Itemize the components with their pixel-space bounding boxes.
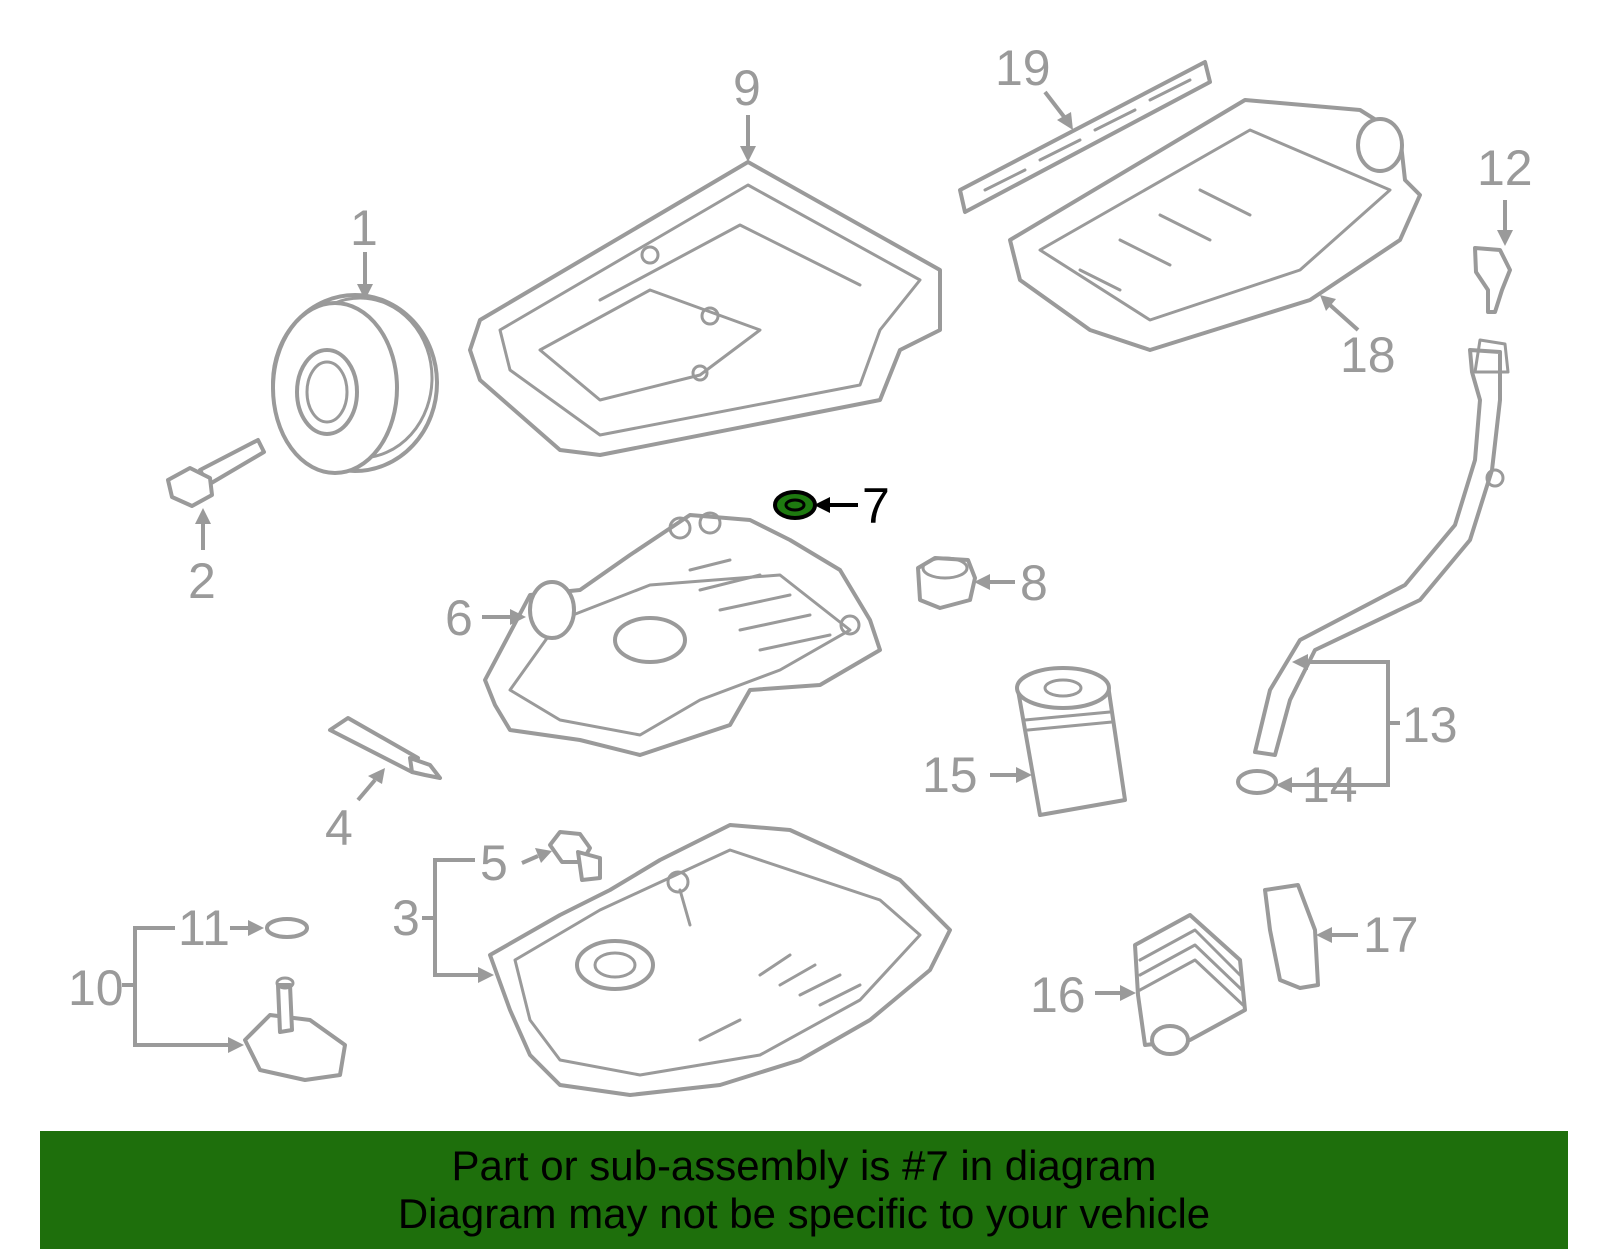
part-16-oil-cooler[interactable] [1133, 913, 1247, 1056]
callout-10: 10 [68, 960, 124, 1016]
part-3-oil-pan[interactable] [488, 823, 952, 1097]
callout-13: 13 [1402, 697, 1458, 753]
part-15-oil-filter[interactable] [1015, 666, 1127, 817]
callout-3: 3 [392, 890, 420, 946]
banner-line-1: Part or sub-assembly is #7 in diagram [451, 1142, 1157, 1189]
banner-line-2: Diagram may not be specific to your vehi… [397, 1190, 1211, 1237]
part-2-bolt[interactable] [166, 438, 266, 508]
part-17-cover[interactable] [1263, 883, 1320, 990]
callout-18: 18 [1340, 327, 1396, 383]
callout-11: 11 [178, 900, 230, 956]
part-13-dipstick-tube[interactable] [1253, 338, 1510, 757]
info-banner: Part or sub-assembly is #7 in diagram Di… [40, 1131, 1568, 1249]
part-11-o-ring[interactable] [265, 917, 309, 939]
callout-16: 16 [1030, 967, 1086, 1023]
part-14-seal-ring[interactable] [1236, 769, 1278, 795]
part-18-baffle[interactable] [1008, 98, 1422, 352]
callout-7: 7 [862, 478, 890, 534]
parts-diagram: 1 2 3 4 5 6 7 8 9 10 11 12 13 14 15 16 1… [68, 40, 1533, 1097]
callout-15: 15 [922, 747, 978, 803]
part-4-sealant-tube[interactable] [328, 716, 442, 780]
callout-17: 17 [1363, 907, 1419, 963]
callout-19: 19 [995, 40, 1051, 96]
part-7-seal-highlighted[interactable] [773, 490, 817, 520]
part-12-dipstick-handle[interactable] [1473, 246, 1512, 314]
part-1-pulley[interactable] [271, 293, 439, 475]
part-10-oil-sensor[interactable] [243, 976, 347, 1082]
callout-9: 9 [733, 60, 761, 116]
part-19-gasket[interactable] [958, 60, 1212, 214]
part-9-bedplate[interactable] [468, 160, 942, 457]
part-6-oil-pan-upper[interactable] [483, 511, 882, 757]
callout-8: 8 [1020, 555, 1048, 611]
leader-lines [122, 90, 1513, 1053]
callout-1: 1 [350, 200, 378, 256]
callout-5: 5 [480, 835, 508, 891]
callout-4: 4 [325, 800, 353, 856]
callout-labels: 1 2 3 4 5 6 7 8 9 10 11 12 13 14 15 16 1… [68, 40, 1533, 1023]
callout-6: 6 [445, 590, 473, 646]
callout-12: 12 [1477, 140, 1533, 196]
callout-2: 2 [188, 553, 216, 609]
part-5-drain-plug[interactable] [548, 830, 602, 882]
callout-14: 14 [1302, 757, 1358, 813]
part-8-coupling[interactable] [916, 556, 977, 610]
